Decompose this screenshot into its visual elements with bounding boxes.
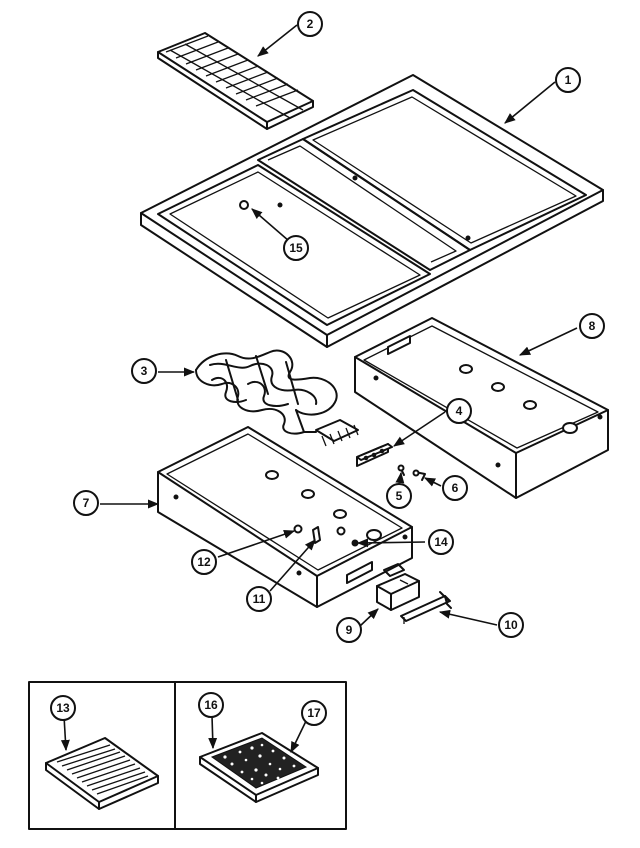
callout-3: 3	[131, 358, 157, 384]
svg-text:16: 16	[204, 698, 218, 712]
callout-11: 11	[246, 586, 272, 612]
part-17-lava-rocks	[208, 715, 308, 789]
callout-5: 5	[386, 483, 412, 509]
part-15-screw	[239, 200, 290, 242]
part-11-bracket	[312, 526, 321, 544]
svg-text:13: 13	[56, 701, 70, 715]
callout-12: 12	[191, 549, 217, 575]
callout-15: 15	[283, 235, 309, 261]
svg-text:9: 9	[346, 623, 353, 637]
part-12-screw	[293, 524, 303, 534]
part-8-drip-pan-right	[354, 317, 609, 499]
leader-lines	[100, 24, 578, 627]
svg-text:15: 15	[289, 241, 303, 255]
svg-text:6: 6	[452, 481, 459, 495]
part-6-clip	[412, 469, 426, 481]
part-9-receptacle	[376, 563, 420, 611]
callout-16: 16	[198, 692, 224, 718]
callout-6: 6	[442, 475, 468, 501]
part-13-griddle	[45, 715, 159, 810]
callout-10: 10	[498, 612, 524, 638]
part-2-vent-grille	[157, 32, 314, 130]
part-3-heating-element	[195, 349, 359, 447]
svg-text:14: 14	[434, 535, 448, 549]
callout-8: 8	[579, 313, 605, 339]
callout-1: 1	[555, 67, 581, 93]
callout-14: 14	[428, 529, 454, 555]
callout-13: 13	[50, 695, 76, 721]
svg-text:3: 3	[141, 364, 148, 378]
svg-text:4: 4	[456, 404, 463, 418]
inset-box	[28, 681, 347, 830]
svg-text:11: 11	[253, 592, 266, 606]
part-14-screw	[336, 526, 359, 547]
svg-text:7: 7	[83, 496, 90, 510]
callout-2: 2	[297, 11, 323, 37]
svg-text:17: 17	[307, 706, 321, 720]
svg-text:8: 8	[589, 319, 596, 333]
part-1-cooktop-frame	[140, 74, 604, 348]
callout-17: 17	[301, 700, 327, 726]
callout-4: 4	[446, 398, 472, 424]
part-10-bracket	[400, 591, 452, 624]
svg-text:12: 12	[197, 555, 211, 569]
callout-7: 7	[73, 490, 99, 516]
svg-text:2: 2	[307, 17, 314, 31]
svg-text:1: 1	[565, 73, 572, 87]
svg-text:5: 5	[396, 489, 403, 503]
svg-text:10: 10	[504, 618, 518, 632]
part-4-terminal-block	[356, 443, 393, 467]
callout-9: 9	[336, 617, 362, 643]
